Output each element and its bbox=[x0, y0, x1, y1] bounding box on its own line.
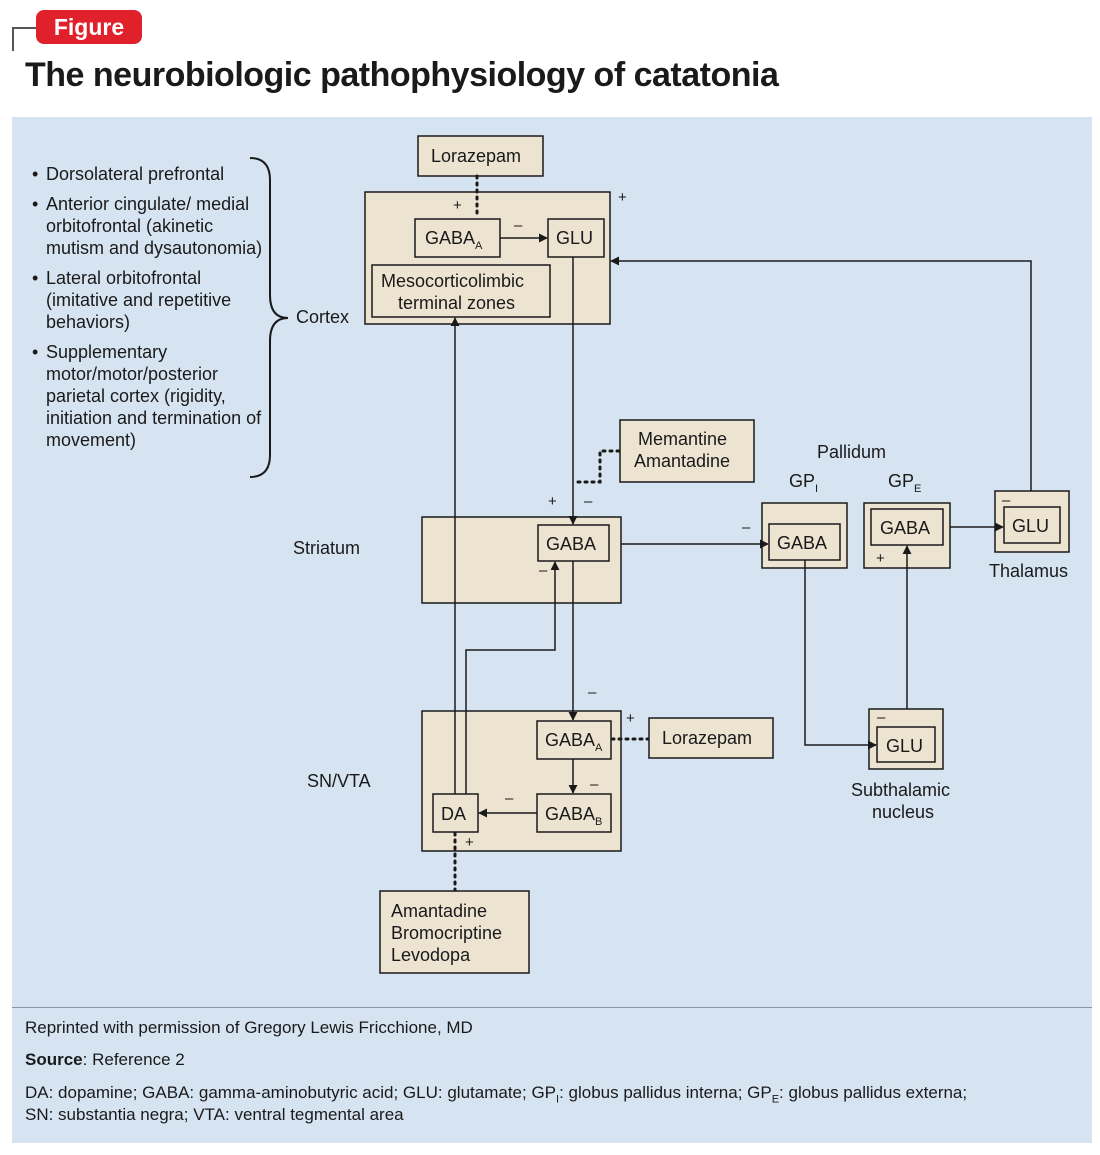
da-label: DA bbox=[441, 804, 466, 824]
amantadine-label: Amantadine bbox=[634, 451, 730, 471]
striatum-gaba-label: GABA bbox=[546, 534, 596, 554]
cortex-region-item: Anterior cingulate/ medial orbitofrontal… bbox=[30, 193, 270, 259]
striatum-gaba-node bbox=[537, 524, 610, 562]
cortex-region-item: Lateral orbitofrontal (imitative and rep… bbox=[30, 267, 270, 333]
corner-bracket bbox=[12, 27, 38, 51]
mesocorticolimbic-label: Mesocorticolimbic bbox=[381, 271, 524, 291]
source-text: : Reference 2 bbox=[82, 1050, 185, 1069]
plus-sign: + bbox=[465, 834, 474, 851]
gpi-gaba-node bbox=[768, 523, 841, 561]
cortex-glu-label: GLU bbox=[556, 228, 593, 248]
snvta-gaba-a-node bbox=[536, 720, 612, 760]
reprint-note: Reprinted with permission of Gregory Lew… bbox=[25, 1018, 473, 1037]
plus-sign: + bbox=[626, 710, 635, 727]
lorazepam-mid-box bbox=[648, 717, 774, 759]
snvta-label: SN/VTA bbox=[307, 771, 371, 791]
striatum-label: Striatum bbox=[293, 538, 360, 558]
levodopa-label: Levodopa bbox=[391, 945, 471, 965]
figure-title: The neurobiologic pathophysiology of cat… bbox=[25, 56, 779, 94]
lorazepam-top-box bbox=[417, 135, 544, 177]
mesocorticolimbic-label-2: terminal zones bbox=[398, 293, 515, 313]
subthalamic-label-2: nucleus bbox=[872, 802, 934, 822]
snvta-gaba-b-node bbox=[536, 793, 612, 833]
stn-glu-label: GLU bbox=[886, 736, 923, 756]
lorazepam-mid-label: Lorazepam bbox=[662, 728, 752, 748]
minus-sign: – bbox=[514, 217, 523, 234]
abbreviations-line-1: DA: dopamine; GABA: gamma-aminobutyric a… bbox=[25, 1083, 968, 1106]
memantine-label: Memantine bbox=[638, 429, 727, 449]
source-note: Source: Reference 2 bbox=[25, 1050, 185, 1070]
cortex-gaba-a-label: GABAA bbox=[425, 228, 483, 252]
bromocriptine-label: Bromocriptine bbox=[391, 923, 502, 943]
cortex-region-item: Dorsolateral prefrontal bbox=[30, 163, 270, 185]
minus-sign: – bbox=[877, 709, 886, 726]
snvta-gaba-a-label: GABAA bbox=[545, 730, 603, 754]
plus-sign: + bbox=[618, 189, 627, 206]
thalamus-label: Thalamus bbox=[989, 561, 1068, 581]
memantine-link bbox=[576, 449, 622, 484]
cortex-label: Cortex bbox=[296, 307, 349, 327]
plus-sign: + bbox=[548, 493, 557, 510]
minus-sign: – bbox=[590, 776, 599, 793]
lorazepam-top-label: Lorazepam bbox=[431, 146, 521, 166]
figure-badge: Figure bbox=[36, 10, 142, 44]
gpe-label: GPE bbox=[888, 471, 921, 495]
minus-sign: – bbox=[742, 519, 751, 536]
thalamus-to-cortex-arrow bbox=[610, 256, 1032, 491]
snvta-gaba-b-label: GABAB bbox=[545, 804, 602, 828]
minus-sign: – bbox=[584, 493, 593, 510]
minus-sign: – bbox=[505, 790, 514, 807]
plus-sign: + bbox=[453, 197, 462, 214]
minus-sign: – bbox=[539, 562, 548, 579]
mesocorticolimbic-node bbox=[371, 264, 551, 318]
source-label: Source bbox=[25, 1050, 83, 1069]
memantine-box bbox=[619, 419, 755, 483]
minus-sign: – bbox=[588, 684, 597, 701]
thalamus-glu-node bbox=[1003, 506, 1061, 544]
thalamus-glu-label: GLU bbox=[1012, 516, 1049, 536]
cortex-region-list: Dorsolateral prefrontal Anterior cingula… bbox=[30, 163, 270, 459]
gpi-label: GPI bbox=[789, 471, 818, 495]
subthalamic-label: Subthalamic bbox=[851, 780, 950, 800]
plus-sign: + bbox=[876, 550, 885, 567]
gpi-to-stn-arrow bbox=[804, 560, 877, 750]
cortex-glu-node bbox=[547, 218, 605, 258]
gpe-gaba-node bbox=[870, 508, 944, 546]
stn-glu-node bbox=[876, 726, 936, 763]
abbreviations-line-2: SN: substantia negra; VTA: ventral tegme… bbox=[25, 1105, 404, 1124]
minus-sign: – bbox=[1002, 492, 1011, 509]
cortex-brace bbox=[249, 157, 289, 478]
amantadine-label-2: Amantadine bbox=[391, 901, 487, 921]
pallidum-label: Pallidum bbox=[817, 442, 886, 462]
footer-divider bbox=[12, 1007, 1092, 1008]
gpi-gaba-label: GABA bbox=[777, 533, 827, 553]
cortex-gaba-a-node bbox=[414, 218, 501, 258]
dopaminergic-drugs-box bbox=[379, 890, 530, 974]
da-to-striatum-arrow bbox=[465, 561, 560, 794]
gpe-gaba-label: GABA bbox=[880, 518, 930, 538]
cortex-region-item: Supplementary motor/motor/posterior pari… bbox=[30, 341, 270, 451]
